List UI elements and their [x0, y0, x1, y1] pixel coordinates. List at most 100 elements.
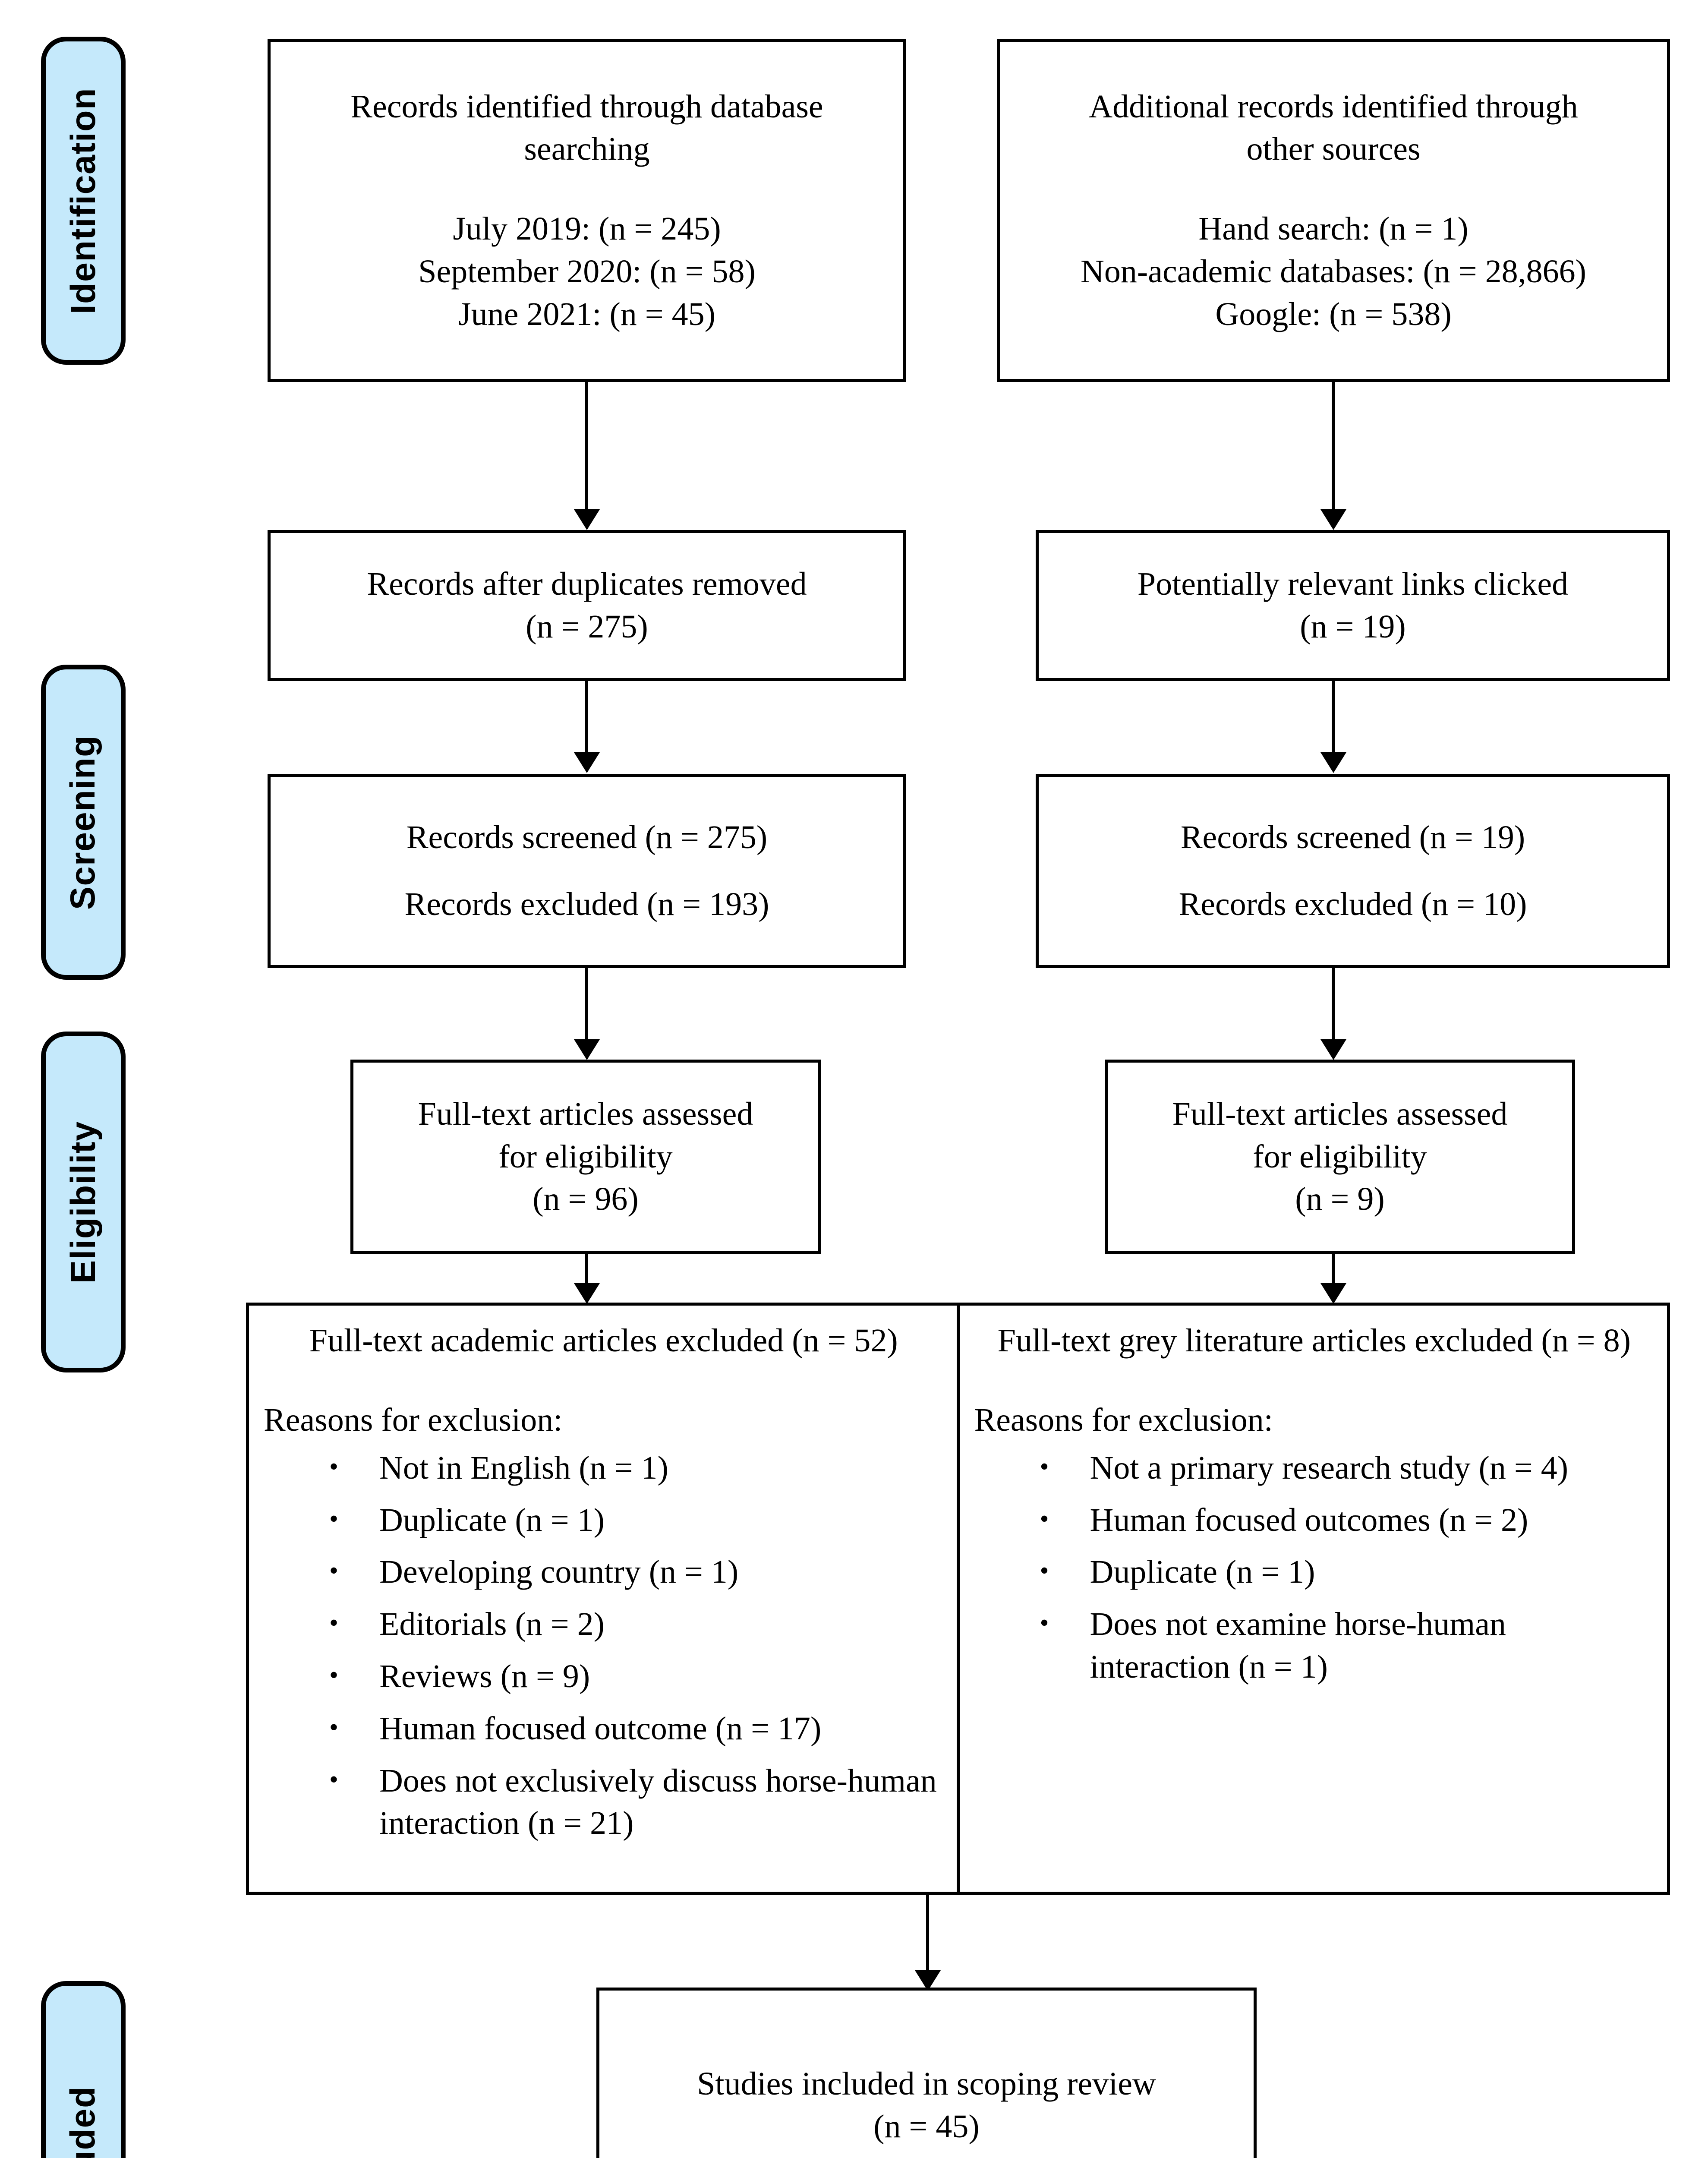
bullet-icon: • — [329, 1765, 339, 1794]
excluded-grey-panel: Full-text grey literature articles exclu… — [960, 1306, 1667, 1892]
db-search-count-june-2021: June 2021: (n = 45) — [458, 296, 715, 332]
excluded-academic-reasons-label: Reasons for exclusion: — [264, 1401, 563, 1438]
bullet-icon: • — [1040, 1609, 1049, 1637]
box-records-screened-grey: Records screened (n = 19) Records exclud… — [1036, 774, 1670, 968]
db-search-heading-line1: Records identified through database — [350, 88, 823, 125]
excluded-grey-reasons-list: • Not a primary research study (n = 4) •… — [974, 1447, 1654, 1698]
excluded-academic-title-line2: (n = 52) — [792, 1322, 898, 1359]
bullet-icon: • — [329, 1452, 339, 1481]
reason-text: Duplicate (n = 1) — [1090, 1554, 1315, 1590]
list-item: • Not in English (n = 1) — [329, 1447, 944, 1489]
reason-text: Human focused outcome (n = 17) — [379, 1710, 822, 1747]
excluded-grey-title-line2: (n = 8) — [1541, 1322, 1631, 1359]
links-clicked-line2: (n = 19) — [1300, 609, 1406, 645]
box-records-identified-database: Records identified through database sear… — [268, 39, 906, 382]
reason-text: Duplicate (n = 1) — [379, 1502, 605, 1538]
connector-db-to-duplicates — [585, 382, 588, 509]
stage-label-eligibility: Eligibility — [63, 1120, 103, 1284]
connector-arrowhead-links-to-screened — [1320, 752, 1346, 773]
list-item: • Duplicate (n = 1) — [1040, 1551, 1654, 1593]
bullet-icon: • — [1040, 1504, 1049, 1533]
box-studies-included-scoping-review: Studies included in scoping review (n = … — [596, 1988, 1257, 2158]
list-item: • Does not examine horse-human interacti… — [1040, 1603, 1654, 1688]
list-item: • Reviews (n = 9) — [329, 1655, 944, 1698]
screened-right-line2: Records excluded (n = 10) — [1179, 886, 1527, 922]
box-fulltext-assessed-grey: Full-text articles assessed for eligibil… — [1105, 1060, 1575, 1254]
other-sources-count-google: Google: (n = 538) — [1215, 296, 1452, 332]
other-sources-count-hand-search: Hand search: (n = 1) — [1198, 211, 1469, 247]
other-sources-heading-line1: Additional records identified through — [1089, 88, 1578, 125]
connector-eligibility-to-excluded-left — [585, 1254, 588, 1283]
connector-arrowhead-duplicates-to-screened — [574, 752, 600, 773]
stage-rail-identification: Identification — [41, 37, 126, 365]
excluded-grey-title-line1: Full-text grey literature articles exclu… — [997, 1322, 1533, 1359]
db-search-heading-line2: searching — [524, 131, 650, 167]
list-item: • Not a primary research study (n = 4) — [1040, 1447, 1654, 1489]
screened-left-line2: Records excluded (n = 193) — [404, 886, 769, 922]
connector-eligibility-to-excluded-right — [1332, 1254, 1335, 1283]
excluded-grey-reasons-label: Reasons for exclusion: — [974, 1401, 1273, 1438]
bullet-icon: • — [329, 1660, 339, 1689]
connector-screened-to-eligibility-left — [585, 968, 588, 1039]
reason-text: Editorials (n = 2) — [379, 1606, 605, 1643]
included-final-line1: Studies included in scoping review — [697, 2066, 1156, 2102]
eligibility-right-line3: (n = 9) — [1295, 1181, 1385, 1218]
excluded-grey-title: Full-text grey literature articles exclu… — [974, 1320, 1654, 1362]
included-final-line2: (n = 45) — [873, 2108, 980, 2145]
duplicates-removed-line2: (n = 275) — [526, 609, 648, 645]
reason-text: Not in English (n = 1) — [379, 1449, 668, 1486]
reason-text: Not a primary research study (n = 4) — [1090, 1449, 1569, 1486]
connector-duplicates-to-screened — [585, 681, 588, 752]
bullet-icon: • — [1040, 1452, 1049, 1481]
other-sources-count-non-academic: Non-academic databases: (n = 28,866) — [1081, 253, 1586, 290]
stage-rail-eligibility: Eligibility — [41, 1032, 126, 1372]
eligibility-right-line2: for eligibility — [1253, 1138, 1427, 1175]
connector-arrowhead-db-to-duplicates — [574, 509, 600, 530]
bullet-icon: • — [329, 1556, 339, 1585]
duplicates-removed-line1: Records after duplicates removed — [367, 566, 807, 603]
stage-label-identification: Identification — [63, 87, 103, 314]
db-search-count-july-2019: July 2019: (n = 245) — [453, 211, 721, 247]
reason-text: Does not exclusively discuss horse-human… — [379, 1762, 937, 1842]
connector-screened-to-eligibility-right — [1332, 968, 1335, 1039]
excluded-academic-panel: Full-text academic articles excluded (n … — [249, 1306, 960, 1892]
box-fulltext-assessed-academic: Full-text articles assessed for eligibil… — [350, 1060, 821, 1254]
links-clicked-line1: Potentially relevant links clicked — [1137, 566, 1569, 603]
list-item: • Does not exclusively discuss horse-hum… — [329, 1760, 944, 1845]
list-item: • Human focused outcome (n = 17) — [329, 1707, 944, 1750]
reason-text: Does not examine horse-human interaction… — [1090, 1606, 1506, 1685]
reason-text: Reviews (n = 9) — [379, 1658, 590, 1694]
eligibility-left-line1: Full-text articles assessed — [418, 1095, 753, 1132]
screened-right-line1: Records screened (n = 19) — [1180, 819, 1525, 856]
stage-rail-screening: Screening — [41, 665, 126, 980]
connector-arrowhead-eligibility-to-excluded-right — [1320, 1283, 1346, 1304]
other-sources-heading-line2: other sources — [1246, 131, 1421, 167]
stage-label-screening: Screening — [63, 735, 103, 910]
connector-links-to-screened — [1332, 681, 1335, 752]
box-potentially-relevant-links-clicked: Potentially relevant links clicked (n = … — [1036, 530, 1670, 681]
list-item: • Developing country (n = 1) — [329, 1551, 944, 1593]
eligibility-right-line1: Full-text articles assessed — [1172, 1095, 1508, 1132]
bullet-icon: • — [329, 1504, 339, 1533]
list-item: • Duplicate (n = 1) — [329, 1499, 944, 1542]
excluded-academic-title-line1: Full-text academic articles excluded — [309, 1322, 784, 1359]
bullet-icon: • — [329, 1713, 339, 1742]
connector-arrowhead-screened-to-eligibility-right — [1320, 1039, 1346, 1060]
excluded-academic-reasons-list: • Not in English (n = 1) • Duplicate (n … — [264, 1447, 944, 1854]
stage-rail-included: Included — [41, 1981, 126, 2158]
reason-text: Human focused outcomes (n = 2) — [1090, 1502, 1528, 1538]
screened-left-line1: Records screened (n = 275) — [406, 819, 768, 856]
db-search-count-september-2020: September 2020: (n = 58) — [418, 253, 756, 290]
bullet-icon: • — [1040, 1556, 1049, 1585]
connector-excluded-to-included — [926, 1895, 929, 1970]
connector-arrowhead-eligibility-to-excluded-left — [574, 1283, 600, 1304]
eligibility-left-line3: (n = 96) — [533, 1181, 639, 1218]
list-item: • Editorials (n = 2) — [329, 1603, 944, 1646]
stage-label-included: Included — [63, 2085, 104, 2158]
box-additional-records-other-sources: Additional records identified through ot… — [997, 39, 1670, 382]
bullet-icon: • — [329, 1609, 339, 1637]
connector-arrowhead-other-to-links — [1320, 509, 1346, 530]
excluded-academic-title: Full-text academic articles excluded (n … — [264, 1320, 944, 1362]
list-item: • Human focused outcomes (n = 2) — [1040, 1499, 1654, 1542]
